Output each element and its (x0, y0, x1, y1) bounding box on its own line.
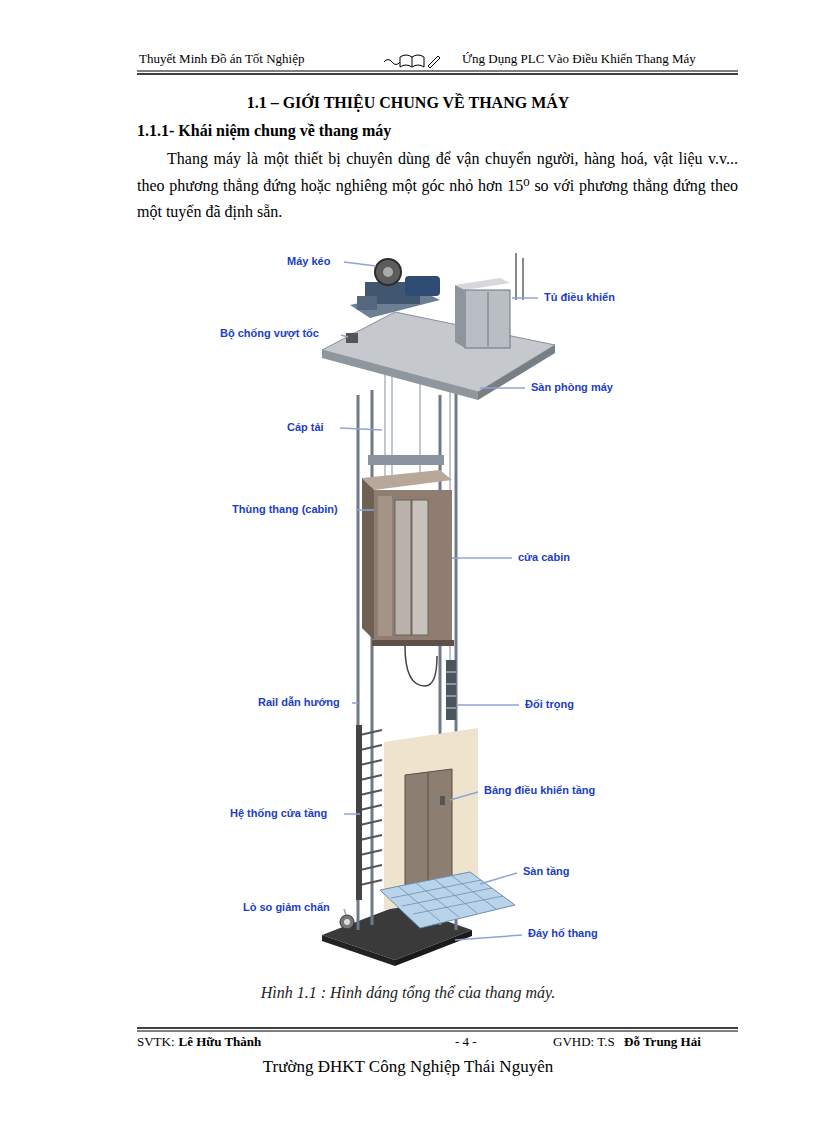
part-label: cửa cabin (517, 551, 571, 563)
subheading: 1.1.1- Khái niệm chung về thang máy (137, 122, 391, 140)
part-label: Rail dẫn hướng (257, 696, 341, 708)
part-label: Đối trọng (524, 698, 575, 710)
part-label: Cáp tải (286, 421, 325, 433)
part-label: Hệ thống cửa tầng (229, 807, 328, 819)
part-label: Đáy hố thang (527, 927, 599, 939)
section-title: 1.1 – GIỚI THIỆU CHUNG VỀ THANG MÁY (0, 94, 816, 112)
footer-text: SVTK: (137, 1034, 175, 1050)
part-label: Bộ chống vượt tốc (219, 327, 320, 339)
part-label: Lò so giảm chấn (242, 901, 331, 913)
part-label: Máy kéo (286, 255, 331, 267)
header-text: Thuyết Minh Đồ án Tốt Nghiệp (139, 51, 305, 67)
part-label: Tủ điều khiển (543, 291, 616, 303)
figure-caption: Hình 1.1 : Hình dáng tổng thể của thang … (0, 984, 816, 1002)
footer-name: Lê Hữu Thành (179, 1034, 262, 1050)
page-number: - 4 - (455, 1034, 477, 1050)
part-label: Sàn phòng máy (530, 381, 614, 393)
part-label: Bảng điều khiển tầng (483, 784, 596, 796)
header-text: Ứng Dụng PLC Vào Điều Khiển Thang Máy (462, 51, 696, 67)
part-label: Thùng thang (cabin) (231, 503, 339, 515)
school-name: Trường ĐHKT Công Nghiệp Thái Nguyên (0, 1057, 816, 1077)
part-label: Sàn tầng (522, 865, 570, 877)
footer-name: Đỗ Trung Hải (624, 1034, 701, 1050)
body-paragraph: Thang máy là một thiết bị chuyên dùng để… (137, 146, 738, 226)
footer-text: GVHD: T.S (553, 1034, 615, 1050)
